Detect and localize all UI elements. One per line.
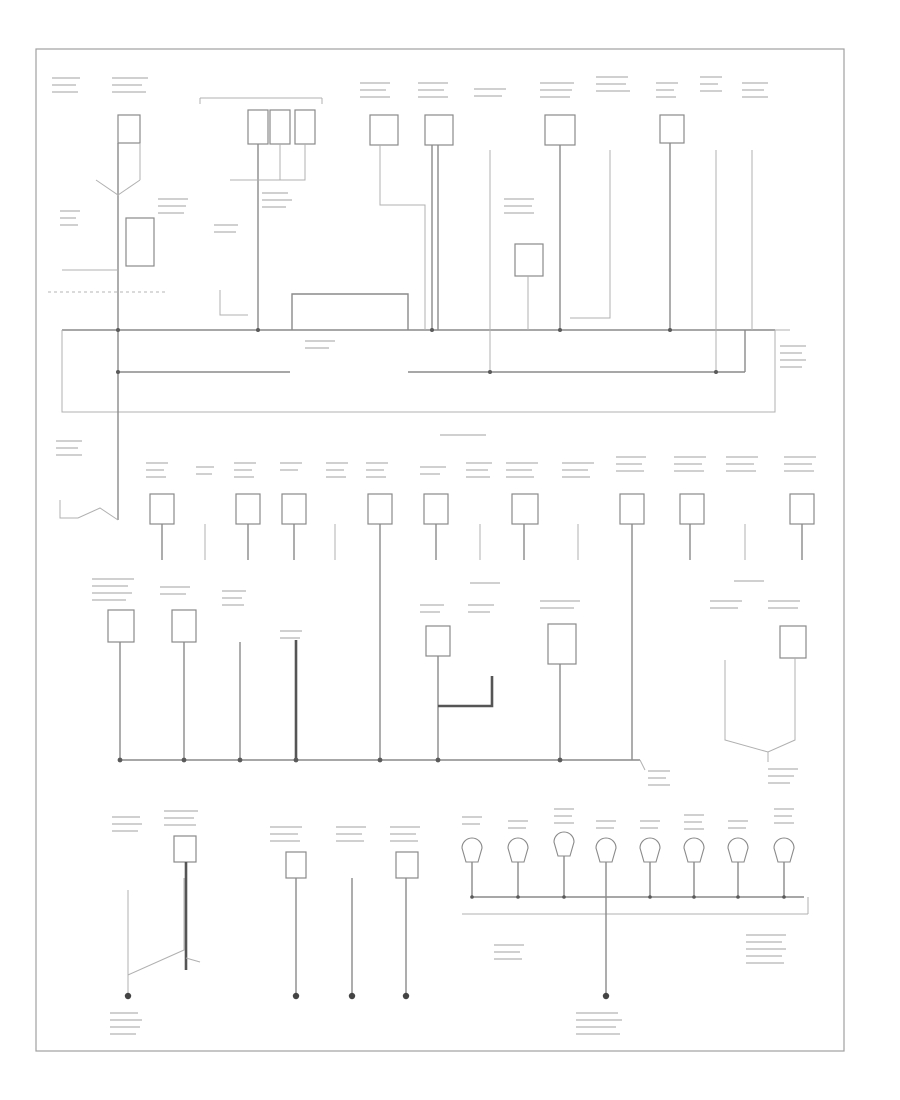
feeder-group-tie bbox=[230, 144, 306, 181]
lamp-1 bbox=[461, 837, 483, 863]
left-pair-ground bbox=[127, 878, 185, 976]
middle-section bbox=[59, 430, 816, 786]
module-leads bbox=[161, 524, 803, 560]
module-connector bbox=[423, 493, 449, 525]
bottom-label-marks bbox=[110, 808, 794, 1035]
connector-top-3 bbox=[269, 109, 291, 145]
ground-point bbox=[402, 992, 410, 1000]
lower-module-connector bbox=[171, 609, 197, 643]
module-connector bbox=[149, 493, 175, 525]
lower-module-connector bbox=[425, 625, 451, 657]
top-section bbox=[48, 76, 806, 456]
left-ground-branch bbox=[185, 957, 201, 963]
bus-node bbox=[430, 328, 434, 332]
lamp-bus-node bbox=[736, 895, 740, 899]
lamp-6 bbox=[683, 837, 705, 863]
lamp-bus-node bbox=[782, 895, 786, 899]
right-pair-merge bbox=[724, 658, 796, 753]
module-connector bbox=[235, 493, 261, 525]
feeder-5 bbox=[379, 145, 426, 330]
bottom-drops bbox=[295, 878, 407, 995]
bus-node bbox=[488, 370, 492, 374]
middle-label-marks bbox=[92, 456, 816, 786]
lower-bus-node bbox=[293, 757, 299, 763]
bus-node bbox=[714, 370, 718, 374]
lamp-5 bbox=[639, 837, 661, 863]
top-label-marks bbox=[52, 76, 806, 456]
lamp-bus-node bbox=[692, 895, 696, 899]
lamp-4 bbox=[595, 837, 617, 863]
lower-bus-node bbox=[237, 757, 243, 763]
feeder-tap-b bbox=[570, 150, 611, 319]
lower-bus-tail bbox=[639, 759, 646, 771]
bus-jumper-loop bbox=[291, 293, 409, 330]
lower-drops bbox=[119, 642, 561, 760]
left-switch bbox=[59, 500, 119, 521]
connector-left-module bbox=[125, 217, 155, 267]
lower-bus-node bbox=[557, 757, 563, 763]
connector-group-bracket bbox=[199, 97, 323, 104]
lamp-3 bbox=[553, 831, 575, 857]
bottom-connector bbox=[173, 835, 197, 863]
feeder-aux-left bbox=[219, 290, 248, 316]
connector-top-8 bbox=[659, 114, 685, 144]
module-connector bbox=[281, 493, 307, 525]
connector-top-2 bbox=[247, 109, 269, 145]
lower-bus-node bbox=[117, 757, 123, 763]
module-leads-thin bbox=[204, 524, 746, 560]
feeder-6-pair bbox=[431, 145, 439, 330]
bus-outline bbox=[61, 330, 776, 413]
lamp-7 bbox=[727, 837, 749, 863]
module-connector bbox=[619, 493, 645, 525]
ground-point bbox=[292, 992, 300, 1000]
feeder-merge-left bbox=[95, 143, 141, 196]
lower-module-connector bbox=[547, 623, 577, 665]
bus-node bbox=[668, 328, 672, 332]
connector-top-6 bbox=[424, 114, 454, 146]
module-connector bbox=[789, 493, 815, 525]
module-connector bbox=[679, 493, 705, 525]
lamp-bus-node bbox=[470, 895, 474, 899]
lower-bus-node bbox=[377, 757, 383, 763]
lower-module-connector bbox=[107, 609, 135, 643]
ground-point-lamps bbox=[602, 992, 610, 1000]
lamp-bus-node bbox=[648, 895, 652, 899]
lower-bus-node bbox=[435, 757, 441, 763]
lamp-bus-node bbox=[562, 895, 566, 899]
lamp-8 bbox=[773, 837, 795, 863]
lower-module-connector bbox=[779, 625, 807, 659]
diagram-frame bbox=[35, 48, 845, 1052]
lamp-row bbox=[461, 831, 795, 863]
ground-point-left bbox=[124, 992, 132, 1000]
connector-top-5 bbox=[369, 114, 399, 146]
connector-top-4 bbox=[294, 109, 316, 145]
bus-node bbox=[116, 328, 120, 332]
bus-node bbox=[116, 370, 120, 374]
bottom-section bbox=[110, 808, 809, 1035]
module-connector bbox=[511, 493, 539, 525]
lamp-2 bbox=[507, 837, 529, 863]
bus-node bbox=[256, 328, 260, 332]
bottom-connector bbox=[395, 851, 419, 879]
heavy-jumper bbox=[438, 676, 494, 708]
ground-point bbox=[348, 992, 356, 1000]
connector-mid-module bbox=[514, 243, 544, 277]
connector-top-7 bbox=[544, 114, 576, 146]
bus-node bbox=[558, 328, 562, 332]
module-connector bbox=[367, 493, 393, 525]
bottom-connector bbox=[285, 851, 307, 879]
connector-top-1 bbox=[117, 114, 141, 144]
lamp-leads bbox=[471, 856, 785, 897]
lamp-bus-node bbox=[516, 895, 520, 899]
lower-bus-node bbox=[181, 757, 187, 763]
